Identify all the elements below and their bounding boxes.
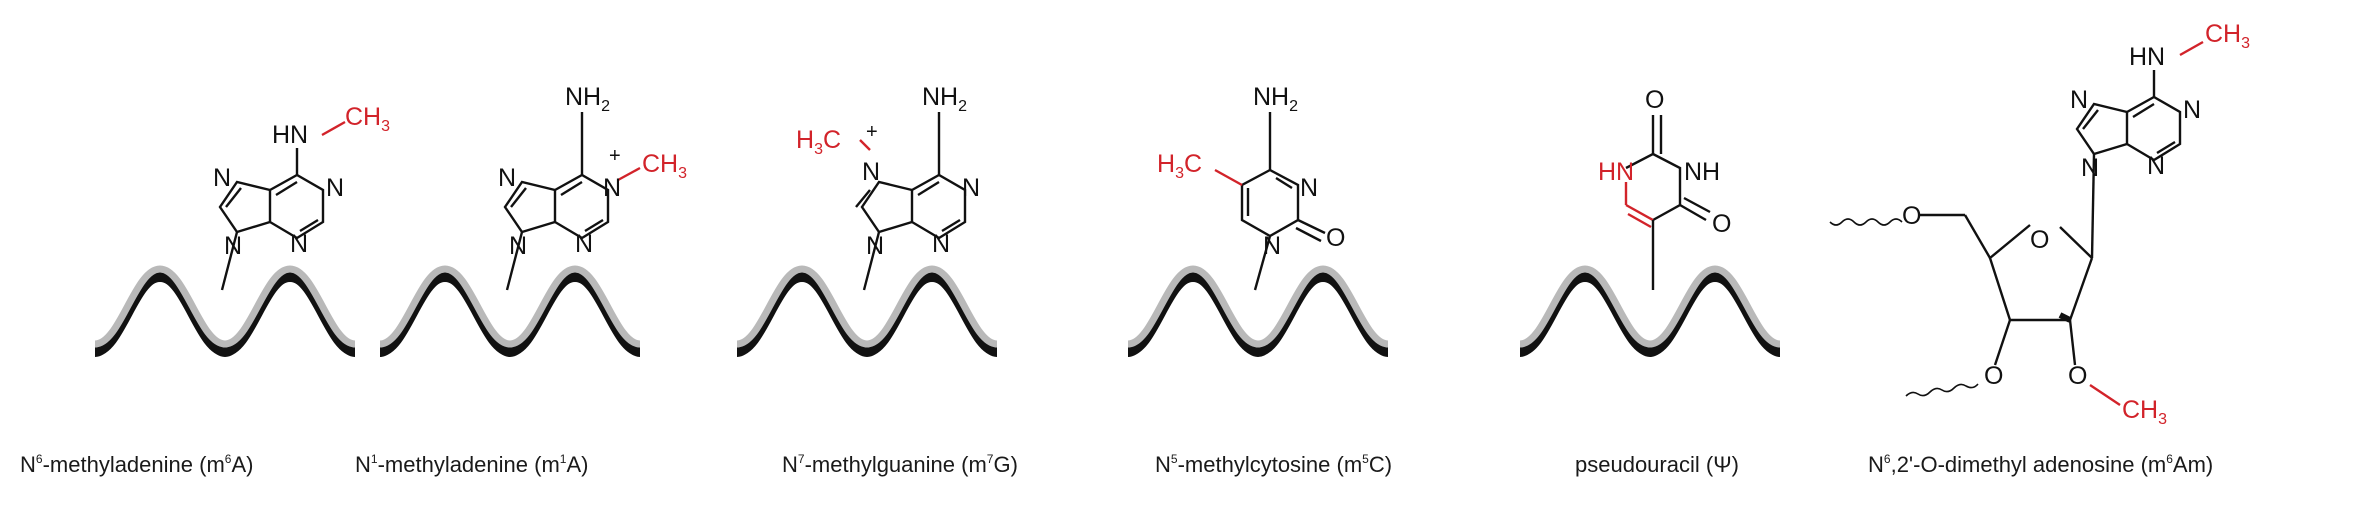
m6A-N7-label: N — [213, 164, 231, 192]
m5C-N3-label: N — [1300, 174, 1318, 202]
m6A-methyl-label: CH3 — [345, 103, 390, 135]
m6Am-O3-label: O — [1984, 362, 2003, 390]
m7G-plus-label: + — [866, 121, 878, 143]
m6Am-structure — [1829, 40, 2204, 406]
m6A-N1-label: N — [326, 174, 344, 202]
m5C-methyl-label: H3C — [1157, 150, 1202, 182]
m1A-N7-label: N — [498, 164, 516, 192]
m6Am-methyl-label: CH3 — [2205, 20, 2250, 52]
psi-HN-label: HN — [1598, 158, 1634, 186]
m1A-N9-label: N — [509, 232, 527, 260]
psi-NH-label: NH — [1684, 158, 1720, 186]
m1A-methyl-label: CH3 — [642, 150, 687, 182]
m7G-NH2-label: NH2 — [922, 83, 967, 115]
m7G-methyl-label: H3C — [796, 126, 841, 158]
m7G-N9-label: N — [866, 232, 884, 260]
m7G-N3-label: N — [932, 230, 950, 258]
m1A-plus-label: + — [609, 145, 621, 167]
m6Am-N9-label: N — [2081, 154, 2099, 182]
m6Am-ring-O-label: O — [2030, 226, 2049, 254]
m1A-N1-label: N — [603, 174, 621, 202]
m6A-structure — [218, 120, 346, 291]
m6Am-2O-methyl-label: CH3 — [2122, 396, 2167, 428]
caption-pseudouracil: pseudouracil (Ψ) — [1575, 452, 1739, 477]
m5C-structure — [1214, 112, 1326, 291]
caption-m7G: N7-methylguanine (m7G) — [782, 452, 1018, 477]
caption-m6Am: N6,2'-O-dimethyl adenosine (m6Am) — [1868, 452, 2214, 477]
m6Am-HN-label: HN — [2129, 43, 2165, 71]
m6Am-N7-label: N — [2070, 86, 2088, 114]
m1A-N3-label: N — [575, 230, 593, 258]
m1A-NH2-label: NH2 — [565, 83, 610, 115]
m5C-O-label: O — [1326, 224, 1345, 252]
psi-O2-label: O — [1645, 86, 1664, 114]
caption-m6A: N6-methyladenine (m6A) — [20, 452, 254, 477]
m6A-HN-label: HN — [272, 121, 308, 149]
pseudouracil-structure — [1624, 115, 1711, 290]
m6A-N9-label: N — [224, 232, 242, 260]
m6Am-O2-label: O — [2068, 362, 2087, 390]
m1A-structure — [503, 112, 641, 291]
m6Am-O5-label: O — [1902, 202, 1921, 230]
caption-m1A: N1-methyladenine (m1A) — [355, 452, 589, 477]
m7G-N7-label: N — [862, 158, 880, 186]
caption-m5C: N5-methylcytosine (m5C) — [1155, 452, 1393, 477]
m6Am-N1-label: N — [2183, 96, 2201, 124]
pseudouracil-strand — [1520, 269, 1780, 356]
m7G-N1-label: N — [962, 174, 980, 202]
m6Am-N3-label: N — [2147, 152, 2165, 180]
m6A-N3-label: N — [290, 230, 308, 258]
m5C-N1-label: N — [1263, 232, 1281, 260]
psi-O4-label: O — [1712, 210, 1731, 238]
m7G-structure — [855, 112, 967, 291]
m5C-NH2-label: NH2 — [1253, 83, 1298, 115]
